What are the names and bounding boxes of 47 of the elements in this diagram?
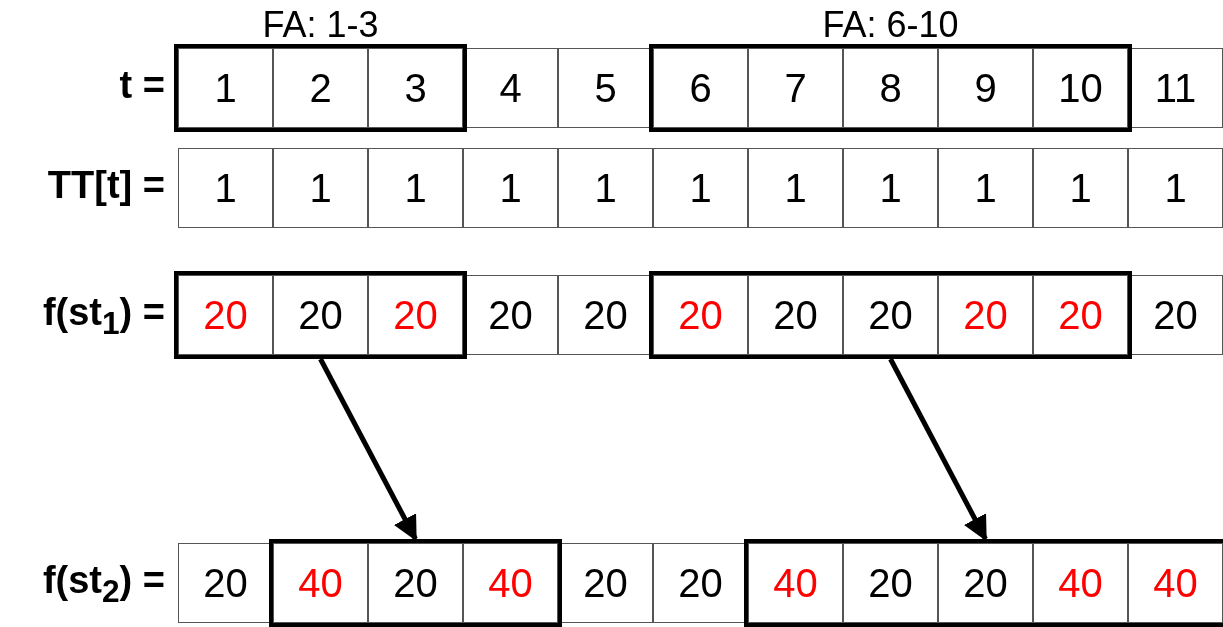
value-cell: 40 (1033, 543, 1128, 623)
value-cell: 20 (653, 275, 748, 355)
value-cell: 20 (938, 275, 1033, 355)
highlight-frame (269, 539, 562, 627)
value-cell: 20 (368, 543, 463, 623)
value-cell: 9 (938, 48, 1033, 128)
value-cell: 1 (273, 148, 368, 228)
value-cell: 8 (843, 48, 938, 128)
value-cell: 1 (748, 148, 843, 228)
value-cell: 1 (653, 148, 748, 228)
value-cell: 1 (368, 148, 463, 228)
value-cell: 6 (653, 48, 748, 128)
value-cell: 40 (1128, 543, 1223, 623)
highlight-frame (649, 271, 1132, 359)
value-cell: 20 (273, 275, 368, 355)
value-cell: 1 (178, 48, 273, 128)
row-label: t = (118, 64, 165, 107)
value-cell: 20 (1033, 275, 1128, 355)
highlight-frame (174, 271, 467, 359)
row-label: f(st$_{2}$) = (41, 559, 165, 610)
value-cell: 10 (1033, 48, 1128, 128)
value-cell: 20 (368, 275, 463, 355)
value-cell: 1 (1128, 148, 1223, 228)
value-cell: 40 (748, 543, 843, 623)
row-label: TT[t] = (46, 164, 165, 207)
value-cell: 40 (463, 543, 558, 623)
value-cell: 1 (843, 148, 938, 228)
row-label: f(st$_{1}$) = (41, 291, 165, 342)
value-cell: 1 (178, 148, 273, 228)
value-cell: 20 (843, 275, 938, 355)
value-cell: 40 (273, 543, 368, 623)
value-cell: 1 (938, 148, 1033, 228)
highlight-frame (744, 539, 1223, 627)
value-cell: 20 (748, 275, 843, 355)
value-cell: 1 (558, 148, 653, 228)
value-cell: 2 (273, 48, 368, 128)
value-cell: 20 (178, 275, 273, 355)
frame-heading: FA: 1-3 (261, 4, 380, 46)
value-cell: 1 (1033, 148, 1128, 228)
arrow (888, 357, 988, 542)
frame-heading: FA: 6-10 (821, 4, 960, 46)
value-cell: 1 (463, 148, 558, 228)
value-cell: 7 (748, 48, 843, 128)
value-cell: 3 (368, 48, 463, 128)
value-cell: 20 (843, 543, 938, 623)
arrow (318, 357, 418, 542)
value-cell: 20 (938, 543, 1033, 623)
